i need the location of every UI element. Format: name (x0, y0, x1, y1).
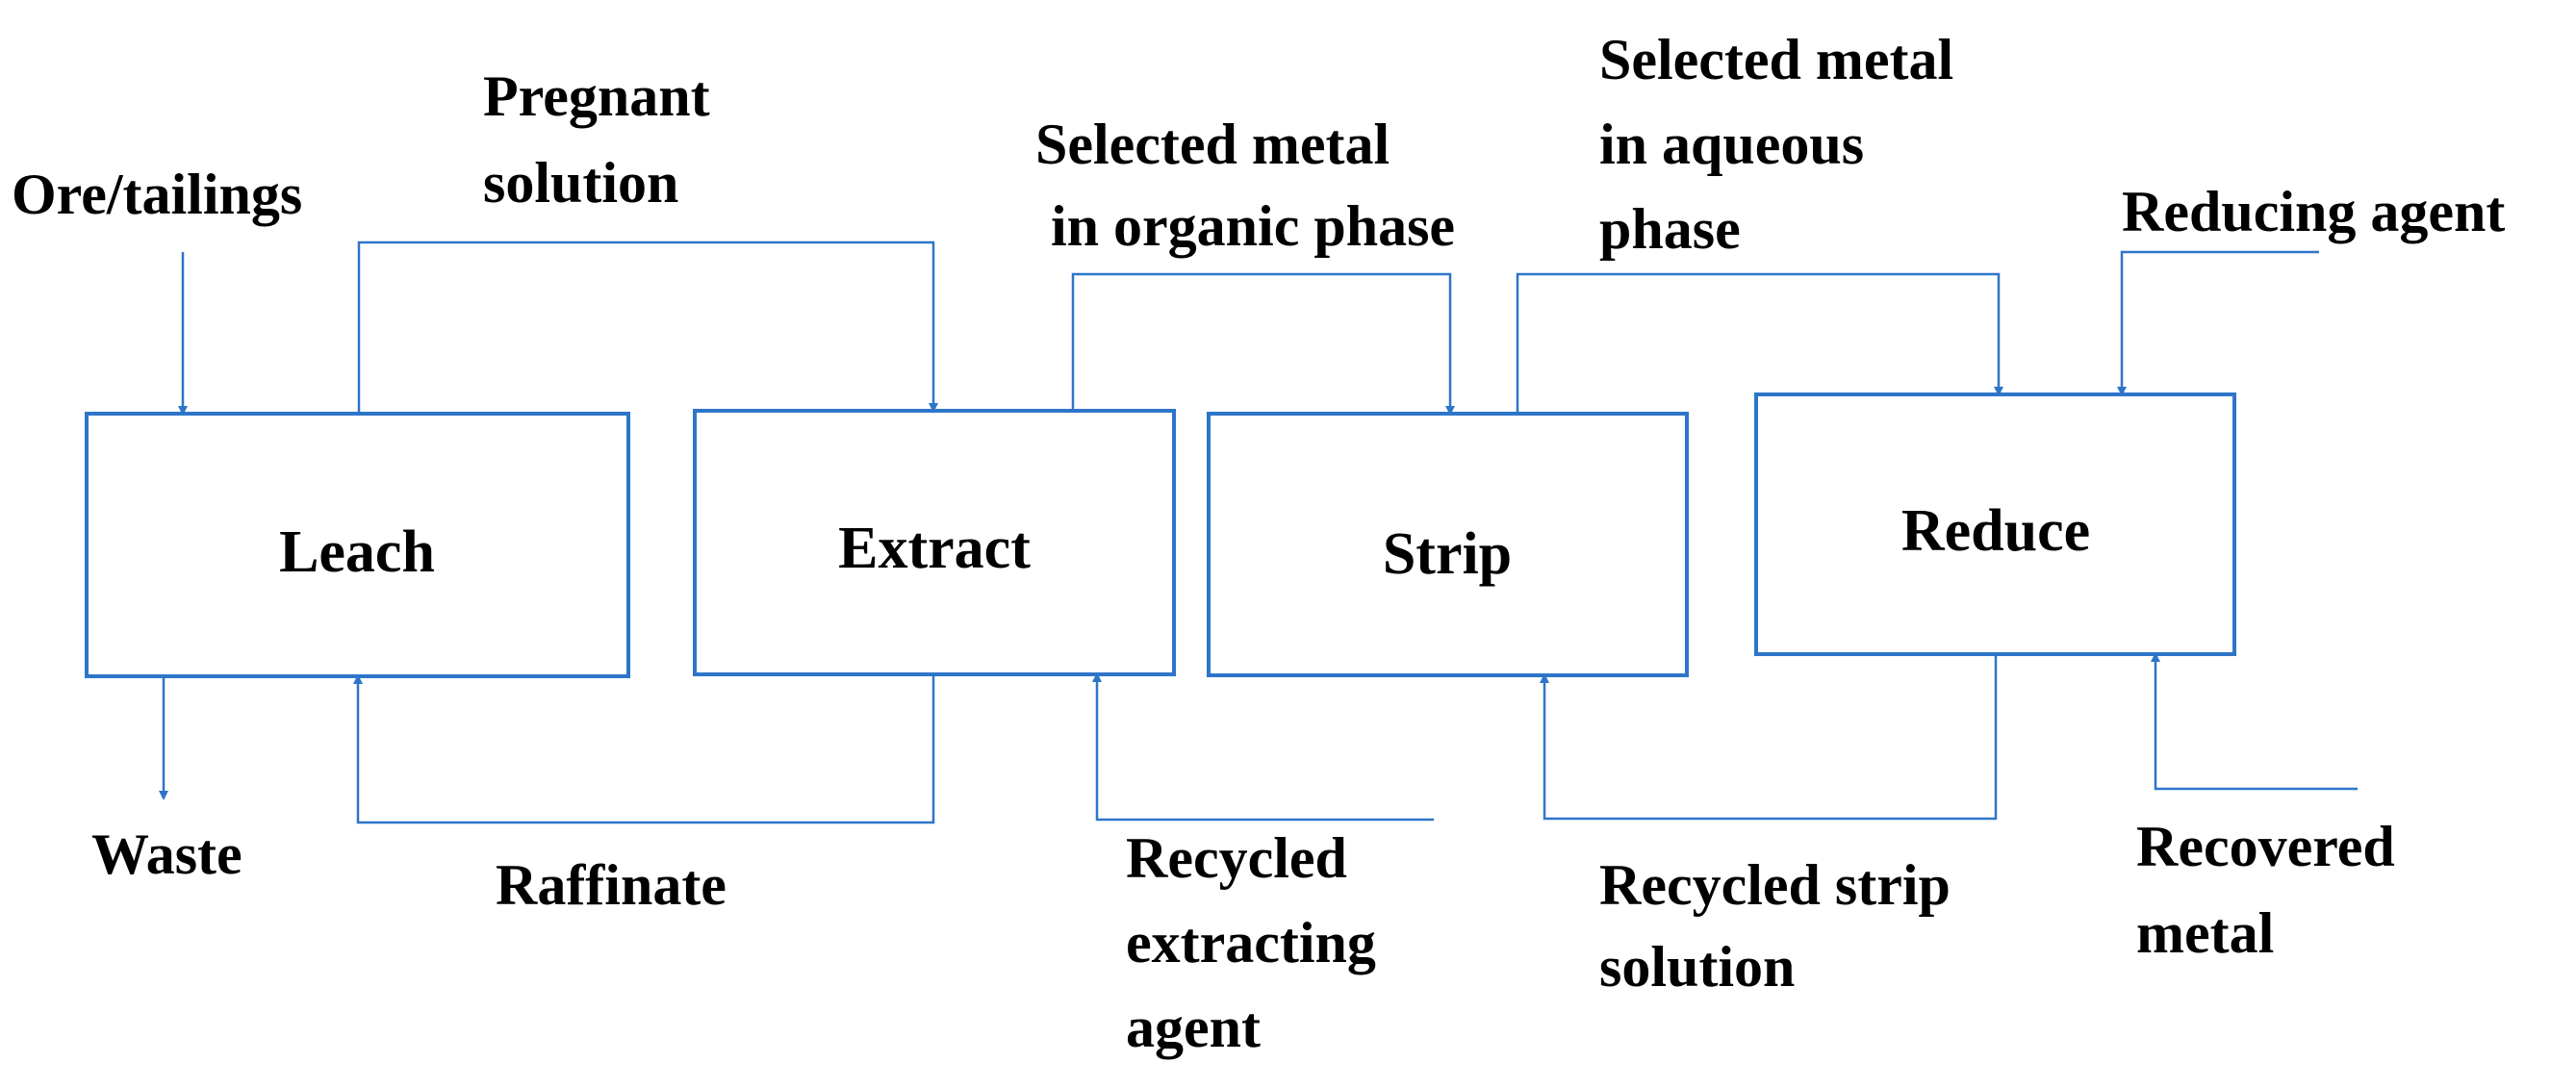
label-selected-metal-organic: Selected metal in organic phase (1035, 113, 1455, 258)
label-pregnant-solution-line-1: Pregnant (483, 64, 710, 128)
label-recycled-extracting-agent-line-2: extracting (1126, 911, 1376, 974)
label-recovered-metal-line-1: Recovered (2136, 815, 2395, 878)
label-pregnant-solution-line-2: solution (483, 151, 678, 215)
flow-recycled-agent-to-extract (1092, 672, 1434, 822)
stage-extract-label: Extract (838, 516, 1031, 581)
label-selected-metal-organic-line-2: in organic phase (1051, 194, 1455, 258)
stage-leach-box (85, 412, 630, 678)
flow-leach-to-extract (357, 240, 938, 414)
flow-extract-to-strip (1071, 272, 1455, 416)
label-recycled-strip-solution-line-2: solution (1599, 935, 1795, 999)
label-selected-metal-aqueous: Selected metal in aqueous phase (1599, 28, 1968, 261)
flow-reduce-to-strip (1540, 654, 1998, 821)
flow-strip-to-reduce (1516, 272, 2003, 414)
stage-strip: Strip (1207, 412, 1689, 677)
stage-reduce-box (1754, 392, 2236, 656)
label-ore-tailings: Ore/tailings (12, 163, 302, 226)
label-recovered-metal-line-2: metal (2136, 901, 2274, 965)
flow-reducing-agent-to-reduce (2117, 250, 2319, 396)
stage-reduce: Reduce (1754, 392, 2236, 656)
label-raffinate: Raffinate (496, 853, 727, 917)
label-recycled-strip-solution: Recycled strip solution (1599, 853, 1965, 999)
label-selected-metal-aqueous-line-3: phase (1599, 197, 1741, 261)
stage-leach: Leach (85, 412, 630, 678)
stage-reduce-label: Reduce (1901, 498, 2090, 564)
stage-leach-label: Leach (279, 519, 435, 585)
stage-extract-box (693, 409, 1176, 676)
label-reducing-agent: Reducing agent (2122, 180, 2505, 243)
label-recycled-strip-solution-line-1: Recycled strip (1599, 853, 1951, 917)
flow-recovered-metal-to-reduce (2151, 652, 2358, 791)
label-recovered-metal: Recovered metal (2136, 815, 2410, 965)
label-selected-metal-aqueous-line-1: Selected metal (1599, 28, 1953, 91)
label-pregnant-solution: Pregnant solution (483, 64, 725, 215)
label-selected-metal-aqueous-line-2: in aqueous (1599, 113, 1864, 176)
label-selected-metal-organic-line-1: Selected metal (1035, 113, 1390, 176)
label-waste: Waste (91, 822, 242, 886)
stage-strip-label: Strip (1383, 521, 1512, 587)
label-recycled-extracting-agent-line-1: Recycled (1126, 826, 1347, 890)
flow-extract-to-leach (353, 674, 935, 824)
label-recycled-extracting-agent-line-3: agent (1126, 996, 1261, 1059)
stage-extract: Extract (693, 409, 1176, 676)
label-recycled-extracting-agent: Recycled extracting agent (1126, 826, 1390, 1059)
